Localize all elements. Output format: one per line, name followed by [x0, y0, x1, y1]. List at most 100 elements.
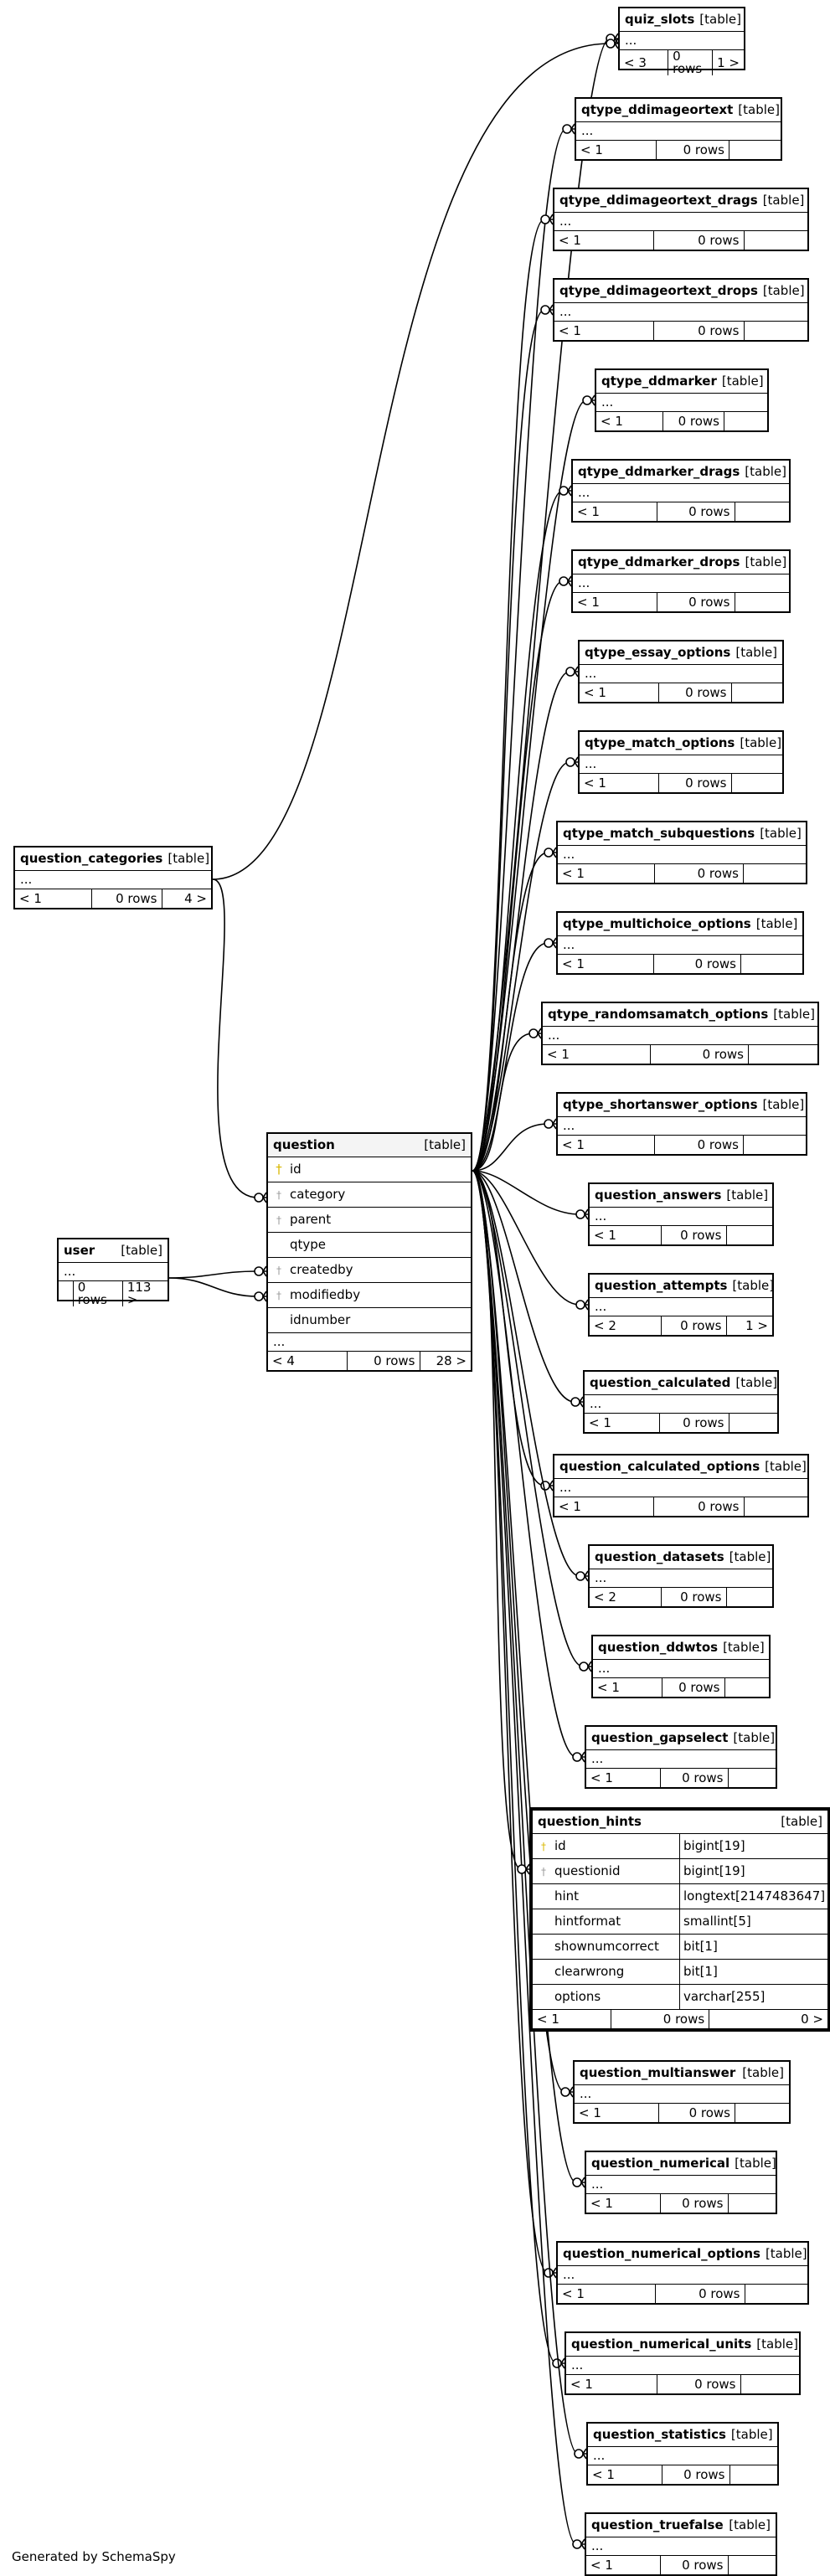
optional-marker: [570, 1397, 580, 1407]
row-count: 0 rows: [657, 593, 735, 611]
table-stats: < 1 0 rows 0 >: [533, 2010, 827, 2028]
column-row[interactable]: †category: [268, 1182, 471, 1208]
column-name-cell[interactable]: clearwrong: [533, 1960, 680, 1985]
collapsed-columns: ...: [558, 2266, 807, 2285]
column-row[interactable]: †modifiedby: [268, 1283, 471, 1308]
row-count: 0 rows: [656, 2285, 745, 2303]
table-name: qtype_ddmarker: [601, 374, 717, 389]
optional-marker: [544, 848, 554, 858]
parents-count: < 1: [573, 593, 658, 611]
crowfoot-marker: [549, 304, 554, 316]
fk-edge: [472, 671, 570, 1172]
column-row[interactable]: qtype: [268, 1233, 471, 1258]
table-name: question_multianswer: [580, 2065, 736, 2080]
children-count: [745, 1497, 808, 1516]
parents-count: < 1: [590, 1226, 662, 1244]
column-name-cell[interactable]: hintformat: [533, 1909, 680, 1935]
fk-edge: [472, 1170, 575, 1403]
crowfoot-marker: [614, 38, 619, 49]
table-kind: [table]: [755, 916, 798, 931]
optional-marker: [562, 124, 572, 134]
row-count: 0 rows: [654, 1497, 745, 1516]
collapsed-columns: ...: [59, 1263, 168, 1281]
column-row[interactable]: idnumber: [268, 1308, 471, 1333]
table-kind: [table]: [699, 12, 741, 27]
optional-marker: [560, 2087, 570, 2097]
crowfoot-marker: [567, 575, 572, 587]
table-question-calculated-options[interactable]: question_calculated_options[table]...< 1…: [553, 1454, 809, 1517]
crowfoot-marker: [584, 1570, 589, 1582]
table-name: qtype_match_options: [585, 735, 735, 750]
column-name-cell[interactable]: †id: [533, 1834, 680, 1859]
table-name: question_attempts: [595, 1278, 728, 1293]
collapsed-columns: ...: [585, 1395, 777, 1414]
column-name-cell[interactable]: options: [533, 1985, 680, 2010]
collapsed-columns: ...: [554, 213, 807, 231]
row-count: 0 rows: [662, 1678, 725, 1697]
parents-count: < 1: [586, 2556, 661, 2574]
collapsed-columns: ...: [558, 846, 806, 864]
column-name-cell[interactable]: †questionid: [533, 1859, 680, 1884]
children-count: [727, 1226, 773, 1244]
table-kind: [table]: [721, 374, 764, 389]
table-user[interactable]: user[table] ... 0 rows 113 >: [57, 1238, 169, 1306]
crowfoot-marker: [552, 937, 557, 949]
column-row[interactable]: †parent: [268, 1208, 471, 1233]
table-name: question_datasets: [595, 1549, 724, 1564]
column-row[interactable]: †createdby: [268, 1258, 471, 1283]
fk-edge: [168, 1270, 259, 1279]
parents-count: < 1: [586, 2194, 661, 2213]
fk-edge: [472, 1170, 577, 2183]
children-count: [749, 1045, 817, 1064]
table-question-categories[interactable]: question_categories[table] ... < 1 0 row…: [13, 846, 213, 909]
crowfoot-marker: [560, 2357, 565, 2369]
column-name-cell[interactable]: hint: [533, 1884, 680, 1909]
table-kind: [table]: [762, 283, 805, 298]
foreign-key-icon: †: [276, 1264, 281, 1276]
column-name: options: [554, 1989, 601, 2004]
table-name: qtype_ddimageortext: [581, 102, 734, 117]
table-kind: [table]: [745, 464, 786, 479]
row-count: 0 rows: [661, 2556, 729, 2574]
crowfoot-marker: [584, 1208, 589, 1220]
table-kind: [table]: [121, 1243, 162, 1258]
table-kind: [table]: [738, 102, 780, 117]
row-count: 0 rows: [662, 2465, 730, 2484]
row-count: 0 rows: [657, 141, 729, 159]
table-kind: [table]: [760, 826, 802, 841]
column-name-cell[interactable]: shownumcorrect: [533, 1935, 680, 1960]
column-row[interactable]: †id: [268, 1157, 471, 1182]
row-count: 0 rows: [651, 1045, 749, 1064]
parents-count: < 1: [580, 683, 660, 702]
optional-marker: [606, 39, 616, 49]
table-qtype-randomsamatch-options[interactable]: qtype_randomsamatch_options[table]...< 1…: [541, 1002, 819, 1065]
